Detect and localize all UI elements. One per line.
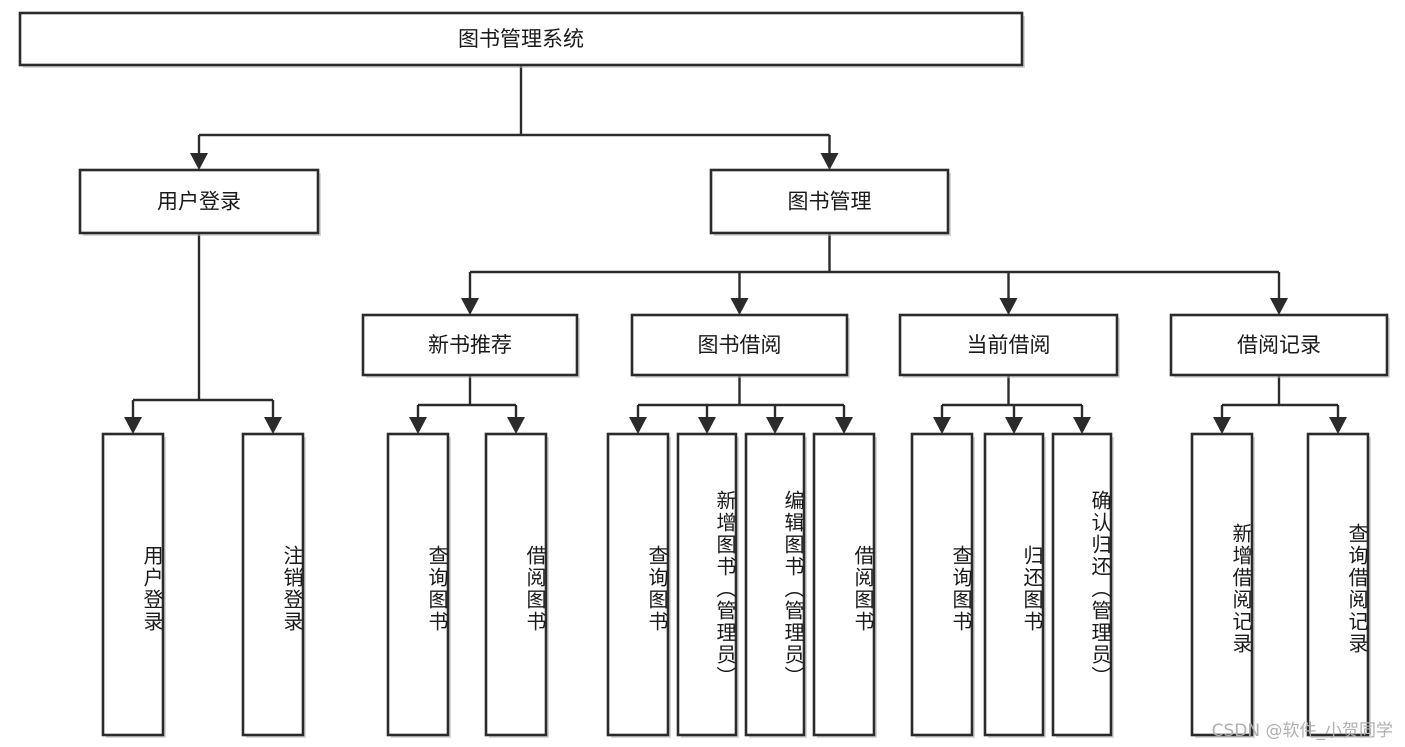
node-label: 新增图书（管理员） bbox=[713, 489, 737, 688]
arrow-head-icon bbox=[1329, 417, 1347, 434]
node-label: 新增借阅记录 bbox=[1229, 522, 1253, 655]
node-label: 新书推荐 bbox=[428, 333, 512, 357]
arrow-head-icon bbox=[1005, 417, 1023, 434]
node-label: 编辑图书（管理员） bbox=[781, 489, 805, 688]
arrow-head-icon bbox=[629, 417, 647, 434]
arrow-head-icon bbox=[698, 417, 716, 434]
arrow-head-icon bbox=[835, 417, 853, 434]
arrow-head-icon bbox=[264, 417, 282, 434]
node-label: 用户登录 bbox=[157, 190, 241, 214]
node-label: 借阅记录 bbox=[1237, 333, 1321, 357]
node-label: 借阅图书 bbox=[523, 544, 547, 633]
node-n-new-book-rec[interactable]: 新书推荐 bbox=[361, 313, 580, 378]
node-label: 注销登录 bbox=[280, 544, 304, 633]
node-n-book-borrow[interactable]: 图书借阅 bbox=[630, 313, 850, 378]
node-label: 用户登录 bbox=[140, 544, 164, 633]
node-label: 确认归还（管理员） bbox=[1088, 489, 1112, 688]
node-leaf-rec-query-book[interactable] bbox=[386, 432, 451, 738]
node-label: 图书借阅 bbox=[698, 333, 782, 357]
arrow-head-icon bbox=[1213, 417, 1231, 434]
node-label: 借阅图书 bbox=[851, 544, 875, 633]
node-leaf-edit-book[interactable] bbox=[744, 432, 807, 738]
node-label: 当前借阅 bbox=[967, 333, 1051, 357]
arrow-head-icon bbox=[507, 417, 525, 434]
node-leaf-user-login[interactable] bbox=[101, 432, 166, 738]
arrow-head-icon bbox=[124, 417, 142, 434]
arrow-head-icon bbox=[461, 298, 479, 315]
arrow-head-icon bbox=[409, 417, 427, 434]
node-leaf-add-record[interactable] bbox=[1190, 432, 1255, 738]
node-n-book-manage[interactable]: 图书管理 bbox=[709, 168, 951, 236]
csdn-watermark: CSDN @软件_小贺同学 bbox=[1211, 721, 1393, 741]
arrow-head-icon bbox=[820, 153, 839, 170]
arrow-head-icon bbox=[999, 298, 1018, 315]
arrow-head-icon bbox=[766, 417, 784, 434]
node-n-borrow-record[interactable]: 借阅记录 bbox=[1169, 313, 1390, 378]
arrow-head-icon bbox=[1270, 298, 1288, 315]
node-label: 查询图书 bbox=[425, 544, 449, 633]
node-leaf-borrow-query-book[interactable] bbox=[606, 432, 671, 738]
arrow-head-icon bbox=[1073, 417, 1091, 434]
node-leaf-query-record[interactable] bbox=[1306, 432, 1371, 738]
node-n-user-login[interactable]: 用户登录 bbox=[78, 168, 321, 236]
node-leaf-cur-query-book[interactable] bbox=[910, 432, 975, 738]
node-label: 查询图书 bbox=[645, 544, 669, 633]
connector-layer bbox=[124, 65, 1347, 434]
node-n-current-borrow[interactable]: 当前借阅 bbox=[898, 313, 1120, 378]
node-label: 图书管理系统 bbox=[458, 27, 584, 51]
node-label: 查询图书 bbox=[949, 544, 973, 633]
node-label: 图书管理 bbox=[788, 190, 872, 214]
node-label: 查询借阅记录 bbox=[1345, 522, 1369, 655]
arrow-head-icon bbox=[730, 298, 749, 315]
arrow-head-icon bbox=[933, 417, 951, 434]
node-leaf-borrow-book[interactable] bbox=[812, 432, 877, 738]
node-leaf-add-book[interactable] bbox=[676, 432, 739, 738]
node-label: 归还图书 bbox=[1020, 544, 1044, 633]
node-leaf-confirm-return[interactable] bbox=[1051, 432, 1114, 738]
arrow-head-icon bbox=[190, 153, 208, 170]
node-leaf-rec-borrow-book[interactable] bbox=[484, 432, 549, 738]
node-root[interactable]: 图书管理系统 bbox=[18, 11, 1025, 68]
node-leaf-logout[interactable] bbox=[241, 432, 306, 738]
node-leaf-return-book[interactable] bbox=[983, 432, 1046, 738]
